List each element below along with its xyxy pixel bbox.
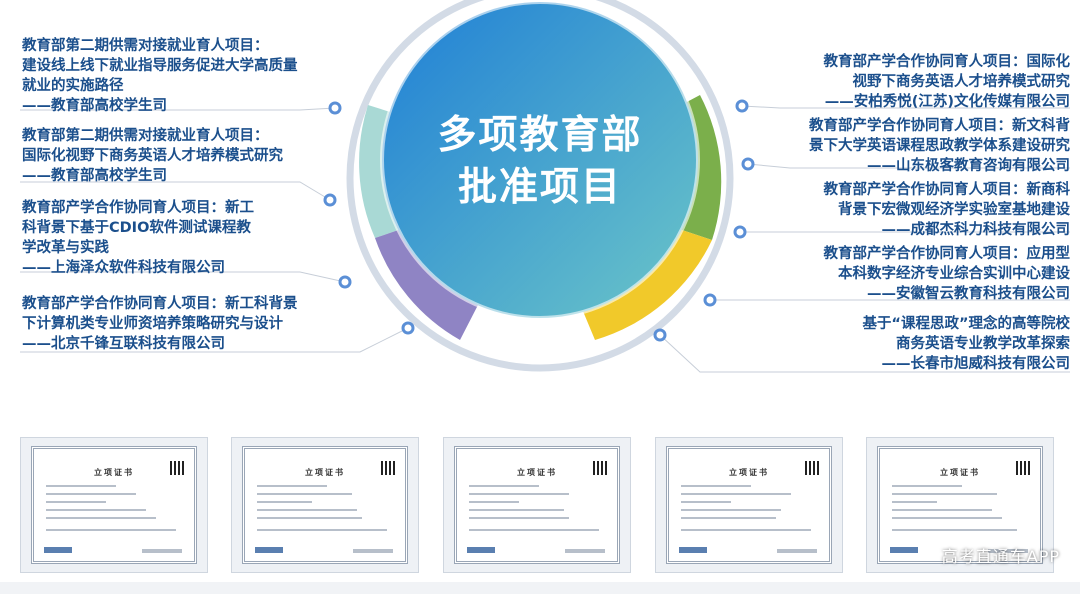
left-project-1-title: 教育部第二期供需对接就业育人项目： 建设线上线下就业指导服务促进大学高质量 就业… [22,38,298,94]
certificate-logo [890,547,918,553]
main-circle [382,2,698,318]
right-project-1: 教育部产学合作协同育人项目：国际化 视野下商务英语人才培养模式研究 ——安柏秀悦… [824,52,1071,112]
left-project-3: 教育部产学合作协同育人项目：新工 科背景下基于CDIO软件测试课程教 学改革与实… [22,198,254,278]
right-project-4: 教育部产学合作协同育人项目：应用型 本科数字经济专业综合实训中心建设 ——安徽智… [824,244,1071,304]
left-project-2: 教育部第二期供需对接就业育人项目： 国际化视野下商务英语人才培养模式研究 ——教… [22,126,283,186]
certificate-logo [679,547,707,553]
left-project-3-title: 教育部产学合作协同育人项目：新工 科背景下基于CDIO软件测试课程教 学改革与实… [22,200,254,256]
right-project-5-org: ——长春市旭威科技有限公司 [881,356,1071,372]
right-project-2-title: 教育部产学合作协同育人项目：新文科背 景下大学英语课程思政教学体系建设研究 [809,118,1070,154]
segment-purple [375,225,478,340]
outer-ring [346,0,734,372]
qr-code-icon [1016,461,1030,475]
right-project-3-org: ——成都杰科力科技有限公司 [881,222,1071,238]
left-project-1-org: ——教育部高校学生司 [22,98,167,114]
certificate-4: 立项证书 [655,437,843,573]
qr-code-icon [381,461,395,475]
connector-dots [323,99,755,342]
certificate-2: 立项证书 [231,437,419,573]
certificate-1-title: 立项证书 [94,468,134,477]
certificate-3: 立项证书 [443,437,631,573]
left-project-4-title: 教育部产学合作协同育人项目：新工科背景 下计算机类专业师资培养策略研究与设计 [22,296,298,332]
right-project-3: 教育部产学合作协同育人项目：新商科 背景下宏微观经济学实验室基地建设 ——成都杰… [824,180,1071,240]
left-connectors [20,107,409,353]
floor-strip [0,582,1080,594]
right-project-1-title: 教育部产学合作协同育人项目：国际化 视野下商务英语人才培养模式研究 [823,54,1071,90]
certificate-logo [255,547,283,553]
right-project-3-title: 教育部产学合作协同育人项目：新商科 背景下宏微观经济学实验室基地建设 [823,182,1071,218]
certificate-logo [467,547,495,553]
right-project-1-org: ——安柏秀悦(江苏)文化传媒有限公司 [824,94,1070,110]
left-project-1: 教育部第二期供需对接就业育人项目： 建设线上线下就业指导服务促进大学高质量 就业… [22,36,298,116]
qr-code-icon [593,461,607,475]
left-project-2-org: ——教育部高校学生司 [22,168,167,184]
right-project-5-title: 基于“课程思政”理念的高等院校 商务英语专业教学改革探索 [862,316,1070,352]
certificate-5-title: 立项证书 [940,468,980,477]
qr-code-icon [805,461,819,475]
certificate-5: 立项证书 [866,437,1054,573]
left-project-4: 教育部产学合作协同育人项目：新工科背景 下计算机类专业师资培养策略研究与设计 —… [22,294,298,354]
right-project-5: 基于“课程思政”理念的高等院校 商务英语专业教学改革探索 ——长春市旭威科技有限… [862,314,1070,374]
right-project-2-org: ——山东极客教育咨询有限公司 [867,158,1070,174]
left-project-2-title: 教育部第二期供需对接就业育人项目： 国际化视野下商务英语人才培养模式研究 [22,128,283,164]
right-project-4-title: 教育部产学合作协同育人项目：应用型 本科数字经济专业综合实训中心建设 [823,246,1071,282]
center-title-line2: 批准项目 [457,165,622,210]
watermark: 高考直通车APP [941,547,1060,566]
certificate-2-title: 立项证书 [305,468,345,477]
left-project-3-org: ——上海泽众软件科技有限公司 [22,260,225,276]
certificate-3-title: 立项证书 [517,468,557,477]
right-project-2: 教育部产学合作协同育人项目：新文科背 景下大学英语课程思政教学体系建设研究 ——… [809,116,1070,176]
center-title: 多项教育部 批准项目 [382,110,698,214]
certificate-4-title: 立项证书 [729,468,769,477]
right-project-4-org: ——安徽智云教育科技有限公司 [867,286,1070,302]
center-title-line1: 多项教育部 [437,113,643,158]
segment-yellow [580,228,712,340]
certificate-logo [44,547,72,553]
qr-code-icon [170,461,184,475]
right-connectors [659,105,1070,373]
certificate-1: 立项证书 [20,437,208,573]
left-project-4-org: ——北京千锋互联科技有限公司 [22,336,225,352]
